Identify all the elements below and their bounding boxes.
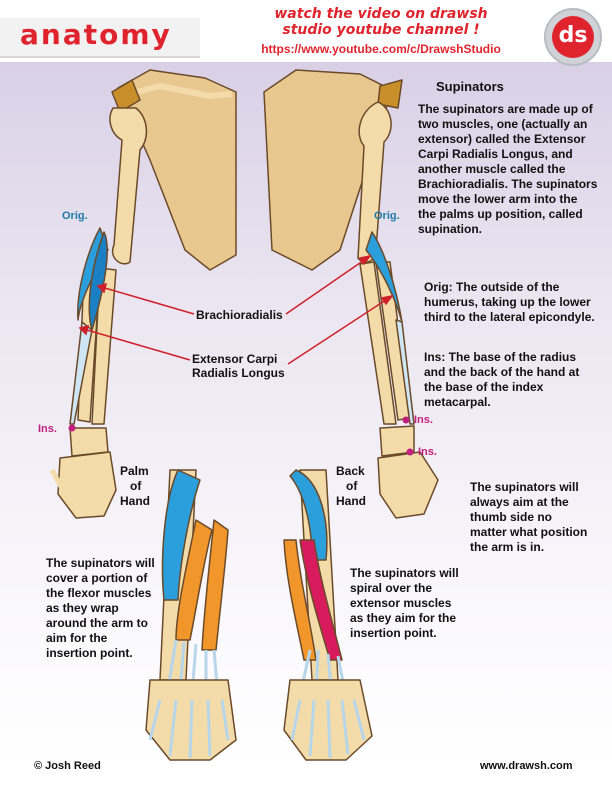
pointer-ecrl-left [79, 327, 191, 361]
right-ulna [359, 261, 397, 425]
palm-flexor-orange-2 [201, 519, 229, 651]
orig-label-left: Orig. [62, 210, 88, 222]
back-extensor-orange [283, 539, 317, 661]
ins-label-left: Ins. [38, 423, 57, 435]
right-humerus [357, 101, 392, 263]
back-supinator-blue [289, 469, 328, 561]
extensor-note: The supinators will spiral over the exte… [350, 566, 459, 640]
ins-marker-left [68, 424, 76, 432]
brachioradialis-label: Brachioradialis [196, 308, 283, 322]
brand-banner: anatomy [0, 18, 200, 58]
logo-text: ds [552, 16, 594, 58]
back-tendons [298, 649, 348, 701]
origin-text: Orig: The outside of the humerus, taking… [424, 280, 595, 324]
palm-flexor-orange-1 [175, 519, 213, 641]
left-tendon [69, 321, 93, 425]
brand-title: anatomy [20, 18, 172, 51]
orig-label-right: Orig. [374, 210, 400, 222]
flexor-note: The supinators will cover a portion of t… [46, 556, 155, 660]
pointer-brachio-left [97, 285, 195, 315]
left-clavicle [121, 83, 233, 99]
back-label-line-1: Back [336, 464, 365, 478]
left-scapula [117, 69, 237, 271]
promo-block: watch the video on drawsh studio youtube… [226, 6, 536, 56]
promo-url-link[interactable]: https://www.youtube.com/c/DrawshStudio [261, 42, 501, 56]
palm-label-line-3: Hand [120, 494, 150, 508]
right-acromion [377, 79, 403, 109]
ins-label-right-2: Ins. [418, 446, 437, 458]
thumb-note: The supinators will always aim at the th… [470, 480, 588, 554]
website-link[interactable]: www.drawsh.com [480, 760, 573, 772]
ecrl-label-line-1: Extensor Carpi [192, 352, 278, 366]
left-humerus [109, 107, 148, 265]
pointer-ecrl-right [287, 295, 393, 365]
back-extensor-magenta [299, 539, 343, 661]
intro-text: The supinators are made up of two muscle… [418, 102, 598, 236]
back-label-line-3: Hand [336, 494, 366, 508]
ins-label-right-1: Ins. [414, 414, 433, 426]
palm-tendons [166, 639, 220, 697]
page-title: Supinators [436, 79, 504, 94]
ins-marker-right-1 [402, 416, 410, 424]
logo-badge-icon[interactable]: ds [544, 8, 602, 66]
right-tendon [395, 319, 415, 425]
promo-line-1: watch the video on drawsh [274, 6, 488, 22]
palm-label-line-1: Palm [120, 464, 149, 478]
pointer-brachio-right [285, 255, 371, 315]
copyright-text: © Josh Reed [34, 760, 101, 772]
right-hand [377, 451, 439, 519]
back-label-line-2: of [346, 479, 358, 493]
left-wrist [69, 427, 109, 457]
palm-supinator-blue [161, 469, 201, 601]
insertion-text: Ins: The base of the radius and the back… [424, 350, 580, 409]
left-acromion [111, 79, 141, 113]
ins-marker-right-2 [406, 448, 414, 456]
palm-label-line-2: of [130, 479, 142, 493]
right-wrist [379, 425, 415, 457]
left-hand [57, 451, 117, 519]
promo-line-2: studio youtube channel ! [282, 22, 480, 38]
ecrl-label-line-2: Radialis Longus [192, 366, 285, 380]
